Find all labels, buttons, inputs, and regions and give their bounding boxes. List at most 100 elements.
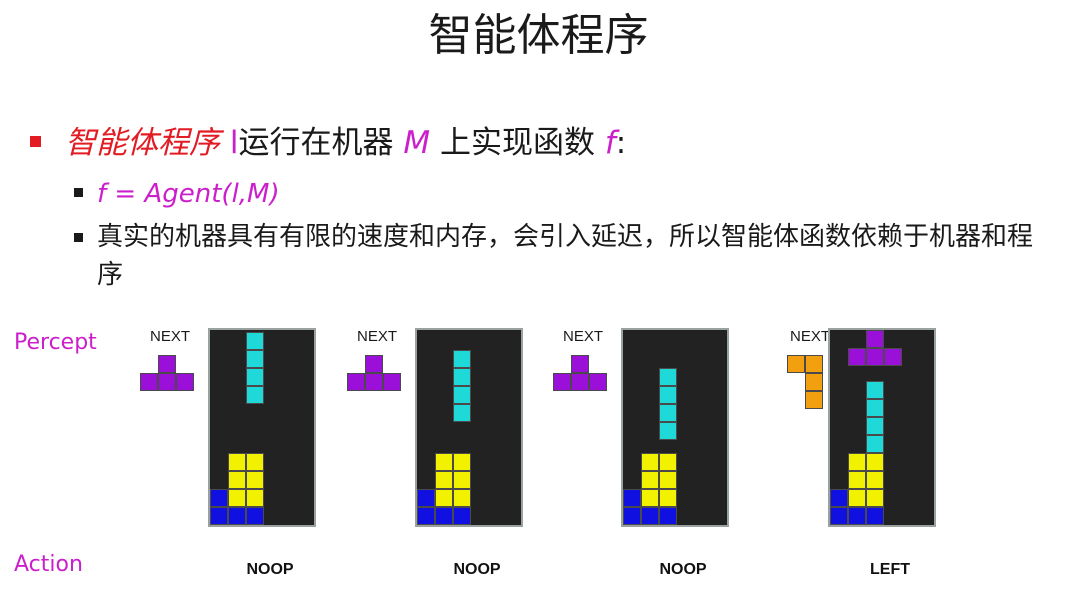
placed-o-cell xyxy=(659,453,677,471)
placed-o-cell xyxy=(228,489,246,507)
next-piece-cell xyxy=(805,373,823,391)
placed-o-cell xyxy=(228,471,246,489)
placed-j-cell xyxy=(210,507,228,525)
falling-i-cell xyxy=(246,350,264,368)
next-piece-cell xyxy=(383,373,401,391)
m-symbol: M xyxy=(403,125,431,161)
placed-j-cell xyxy=(659,507,677,525)
next-piece-cell xyxy=(589,373,607,391)
placed-j-cell xyxy=(623,489,641,507)
placed-o-cell xyxy=(848,489,866,507)
falling-i-cell xyxy=(246,332,264,350)
action-value: NOOP xyxy=(453,561,501,578)
sub-bullet-square-icon xyxy=(74,233,83,242)
bullet-text-1: 运行在机器 xyxy=(238,125,394,161)
placed-j-cell xyxy=(830,489,848,507)
landed-i-cell xyxy=(866,381,884,399)
placed-o-cell xyxy=(453,489,471,507)
falling-i-cell xyxy=(453,368,471,386)
placed-o-cell xyxy=(246,489,264,507)
tetris-board xyxy=(621,328,729,527)
f-symbol: f xyxy=(604,125,616,161)
falling-t-cell xyxy=(884,348,902,366)
next-piece-cell xyxy=(805,391,823,409)
placed-o-cell xyxy=(641,453,659,471)
placed-o-cell xyxy=(866,471,884,489)
placed-o-cell xyxy=(435,489,453,507)
placed-j-cell xyxy=(246,507,264,525)
placed-o-cell xyxy=(848,471,866,489)
placed-j-cell xyxy=(435,507,453,525)
falling-i-cell xyxy=(246,368,264,386)
falling-i-cell xyxy=(453,386,471,404)
placed-j-cell xyxy=(417,489,435,507)
next-piece-cell xyxy=(176,373,194,391)
next-piece-cell xyxy=(158,355,176,373)
placed-j-cell xyxy=(210,489,228,507)
tetris-board xyxy=(208,328,316,527)
tetris-board xyxy=(828,328,936,527)
next-piece-cell xyxy=(347,373,365,391)
falling-i-cell xyxy=(453,350,471,368)
placed-o-cell xyxy=(228,453,246,471)
action-value: LEFT xyxy=(870,561,910,578)
placed-o-cell xyxy=(848,453,866,471)
placed-o-cell xyxy=(453,471,471,489)
next-piece-cell xyxy=(553,373,571,391)
placed-o-cell xyxy=(866,453,884,471)
placed-o-cell xyxy=(659,489,677,507)
next-label: NEXT xyxy=(357,328,398,345)
landed-i-cell xyxy=(866,417,884,435)
placed-j-cell xyxy=(848,507,866,525)
landed-i-cell xyxy=(866,399,884,417)
landed-i-cell xyxy=(866,435,884,453)
next-piece-cell xyxy=(787,355,805,373)
falling-i-cell xyxy=(659,368,677,386)
bullet-square-icon xyxy=(30,136,41,147)
next-label: NEXT xyxy=(150,328,191,345)
sub-bullet-explanation: 真实的机器具有有限的速度和内存，会引入延迟，所以智能体函数依赖于机器和程序 xyxy=(74,218,1064,294)
next-piece-cell xyxy=(365,355,383,373)
next-piece-cell xyxy=(571,373,589,391)
formula: f = Agent(l,M) xyxy=(97,179,280,209)
falling-i-cell xyxy=(659,422,677,440)
placed-o-cell xyxy=(641,471,659,489)
action-value: NOOP xyxy=(659,561,707,578)
bullet-text-2: 上实现函数 xyxy=(439,125,595,161)
percept-label: Percept xyxy=(14,330,97,355)
falling-t-cell xyxy=(866,330,884,348)
sub-bullet-formula: f = Agent(l,M) xyxy=(74,174,280,214)
tetris-board xyxy=(415,328,523,527)
action-value: NOOP xyxy=(246,561,294,578)
next-piece-cell xyxy=(365,373,383,391)
placed-j-cell xyxy=(830,507,848,525)
falling-i-cell xyxy=(246,386,264,404)
placed-o-cell xyxy=(435,471,453,489)
placed-j-cell xyxy=(641,507,659,525)
falling-i-cell xyxy=(659,386,677,404)
placed-j-cell xyxy=(228,507,246,525)
next-label: NEXT xyxy=(790,328,831,345)
main-bullet: 智能体程序 l运行在机器 M 上实现函数 f: xyxy=(30,120,1070,166)
falling-i-cell xyxy=(453,404,471,422)
placed-j-cell xyxy=(453,507,471,525)
placed-o-cell xyxy=(453,453,471,471)
placed-j-cell xyxy=(866,507,884,525)
next-label: NEXT xyxy=(563,328,604,345)
action-label: Action xyxy=(14,552,83,577)
placed-j-cell xyxy=(623,507,641,525)
explanation-text: 真实的机器具有有限的速度和内存，会引入延迟，所以智能体函数依赖于机器和程序 xyxy=(97,222,1034,290)
bullet-colon: : xyxy=(615,125,627,161)
placed-o-cell xyxy=(435,453,453,471)
next-piece-cell xyxy=(805,355,823,373)
l-symbol: l xyxy=(229,125,239,161)
next-piece-cell xyxy=(140,373,158,391)
placed-o-cell xyxy=(866,489,884,507)
placed-j-cell xyxy=(417,507,435,525)
next-piece-cell xyxy=(158,373,176,391)
falling-t-cell xyxy=(866,348,884,366)
placed-o-cell xyxy=(659,471,677,489)
bullet-term: 智能体程序 xyxy=(65,125,220,161)
falling-i-cell xyxy=(659,404,677,422)
